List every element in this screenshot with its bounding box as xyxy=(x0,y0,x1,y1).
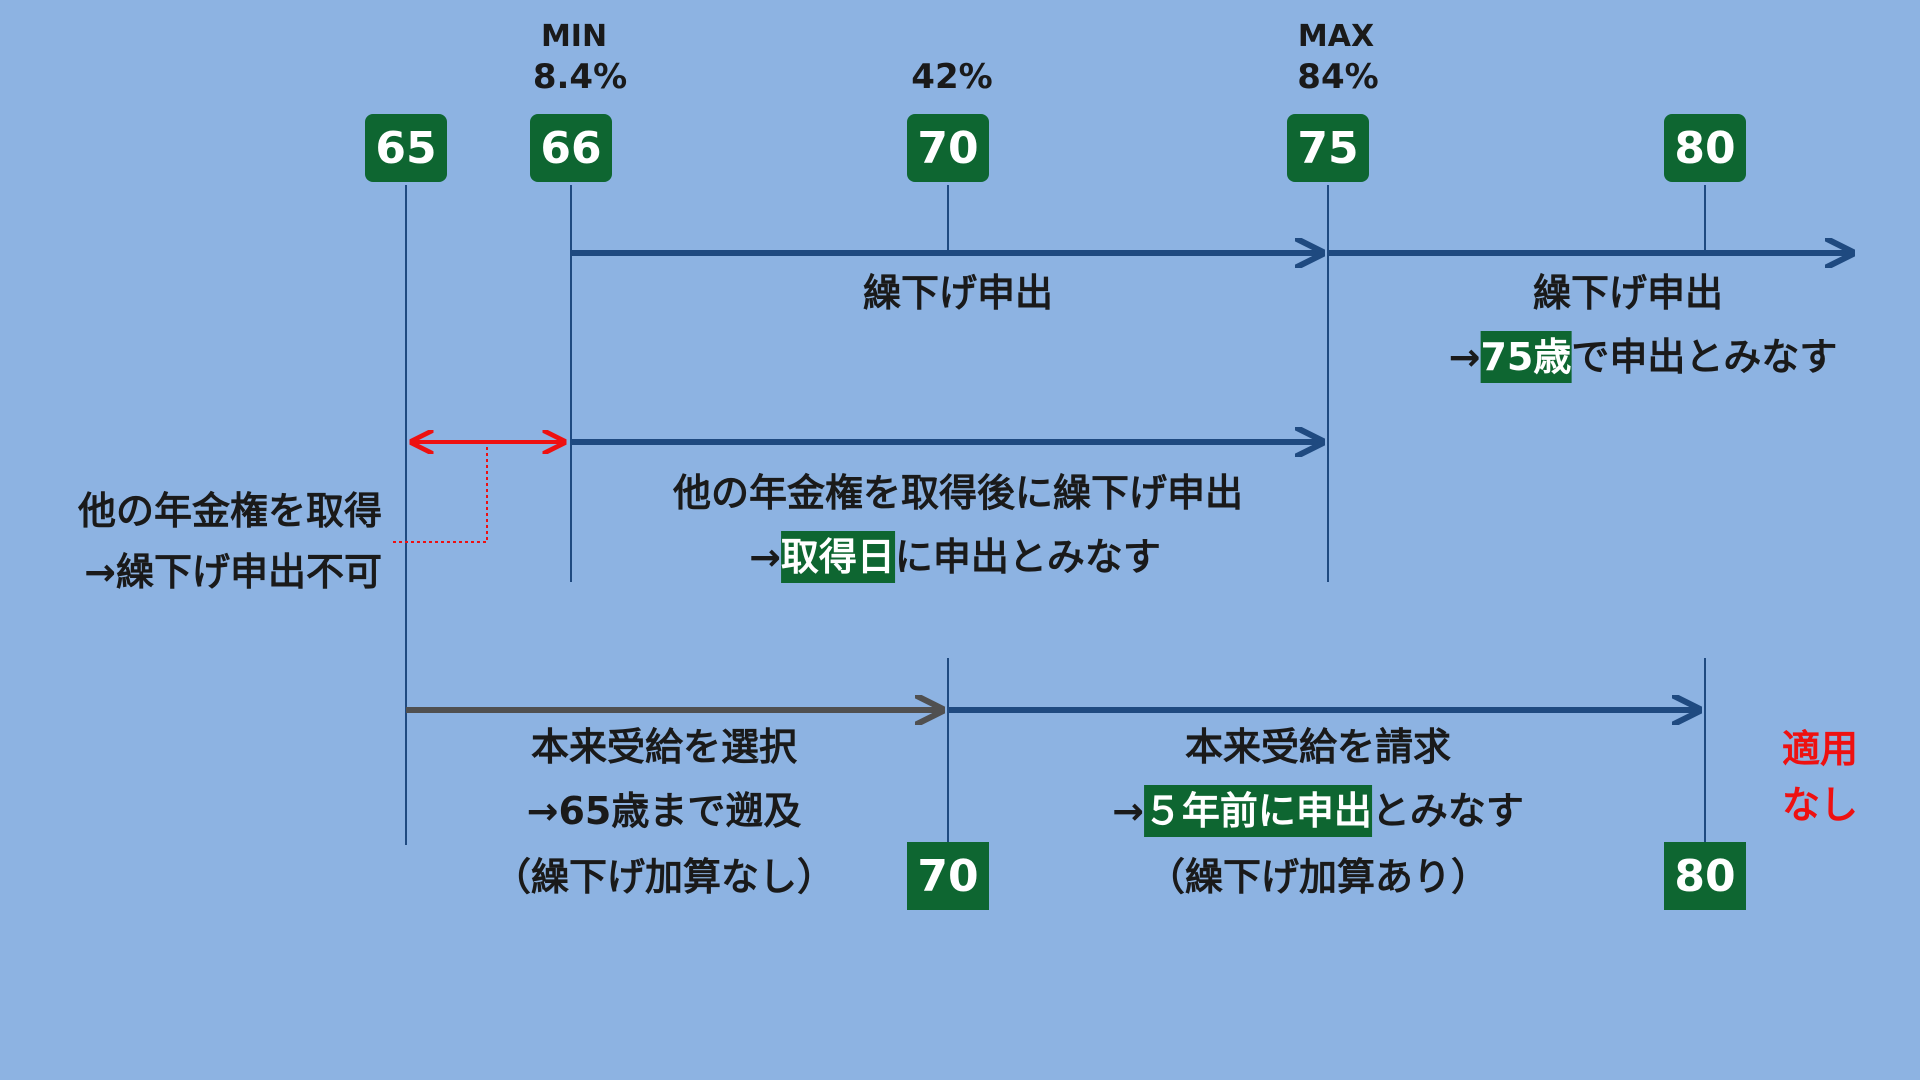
max-percentage: 84% xyxy=(1297,57,1379,97)
row2-sub: →取得日に申出とみなす xyxy=(749,531,1161,583)
age-badge-66: 66 xyxy=(530,114,612,182)
age-badge-75: 75 xyxy=(1287,114,1369,182)
min-percentage: 8.4% xyxy=(532,57,628,97)
row2-left-title: 他の年金権を取得 xyxy=(77,489,382,533)
bottom-age-badge-70: 70 xyxy=(907,842,989,910)
min-label: MIN xyxy=(540,19,608,54)
percentage-70: 42% xyxy=(911,57,993,97)
row1-highlight: 75歳 xyxy=(1480,331,1572,383)
age-badge-70: 70 xyxy=(907,114,989,182)
age-badge-65: 65 xyxy=(365,114,447,182)
row1-right-sub: →75歳で申出とみなす xyxy=(1449,331,1837,383)
row3-right-title: 本来受給を請求 xyxy=(1184,725,1452,769)
max-label: MAX xyxy=(1297,19,1375,54)
row3-left-title: 本来受給を選択 xyxy=(530,725,798,769)
row1-deferral-label: 繰下げ申出 xyxy=(862,271,1054,315)
red-dotted-connector xyxy=(392,447,488,543)
row3-highlight: ５年前に申出 xyxy=(1143,785,1372,837)
not-applicable-line1: 適用 xyxy=(1781,727,1859,771)
row2-title: 他の年金権を取得後に繰下げ申出 xyxy=(672,471,1244,515)
row3-left-note: （繰下げ加算なし） xyxy=(492,855,836,899)
not-applicable-line2: なし xyxy=(1781,783,1859,827)
row3-left-sub: →65歳まで遡及 xyxy=(526,789,802,833)
row3-right-sub: →５年前に申出とみなす xyxy=(1112,785,1524,837)
row1-right-title: 繰下げ申出 xyxy=(1532,271,1724,315)
row2-highlight: 取得日 xyxy=(780,531,895,583)
bottom-age-badge-80: 80 xyxy=(1664,842,1746,910)
row2-left-sub: →繰下げ申出不可 xyxy=(84,550,382,594)
age-badge-80: 80 xyxy=(1664,114,1746,182)
row3-right-note: （繰下げ加算あり） xyxy=(1146,855,1490,899)
